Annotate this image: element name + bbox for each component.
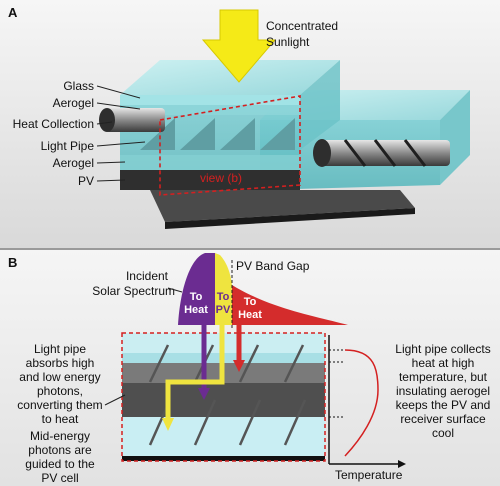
to-heat-left-2: Heat — [184, 304, 208, 316]
to-pv-2: PV — [216, 304, 231, 316]
incident-line1: Incident — [126, 269, 169, 283]
leader-aerogel-bottom — [96, 161, 126, 164]
leader-heat-collection — [96, 121, 113, 125]
view-b-label: view (b) — [200, 171, 242, 185]
leader-pv — [96, 179, 126, 182]
to-heat-right-2: Heat — [238, 309, 262, 321]
right-pipe-opening — [313, 139, 331, 167]
temperature-label: Temperature — [335, 468, 403, 482]
label-heat-collection: Heat Collection — [13, 117, 94, 131]
leader-left-text1 — [104, 394, 126, 406]
left-heat-pipe — [105, 108, 165, 132]
left-text1-line2: absorbs high — [26, 356, 95, 370]
panel-a-letter: A — [8, 5, 18, 20]
glass-layer — [120, 95, 300, 105]
spectrum-red — [232, 285, 348, 325]
left-text1-line1: Light pipe — [34, 342, 86, 356]
yellow-arrow-head-icon — [162, 418, 174, 431]
left-text1-line3: and low energy — [19, 370, 100, 384]
light-pipe-prism — [180, 118, 215, 150]
to-heat-right-1: To — [244, 296, 257, 308]
leader-light-pipe — [96, 141, 146, 147]
panel-a: A — [0, 0, 500, 248]
yellow-arrow-path — [165, 325, 225, 420]
sunlight-arrow-icon — [201, 9, 277, 83]
temperature-profile-curve — [344, 349, 379, 457]
temperature-arrow-icon — [398, 460, 406, 468]
right-text-line6: receiver surface — [400, 412, 486, 426]
label-pv: PV — [78, 174, 94, 188]
left-text2-line2: photons are — [28, 443, 92, 457]
sunlight-label-line1: Concentrated — [266, 19, 338, 33]
label-aerogel-bottom: Aerogel — [53, 156, 94, 170]
pv-base-edge — [165, 208, 415, 229]
view-b-outline — [159, 95, 301, 196]
right-text-line1: Light pipe collects — [395, 342, 490, 356]
to-pv-1: To — [217, 291, 230, 303]
spectrum-yellow — [215, 253, 232, 325]
panel-divider — [0, 248, 500, 250]
spectrum-violet — [178, 253, 215, 325]
label-aerogel-top: Aerogel — [53, 96, 94, 110]
red-arrow-head-icon — [233, 360, 245, 372]
aerogel-top-layer — [120, 105, 300, 115]
to-heat-left-1: To — [190, 291, 203, 303]
light-pipe-prism — [220, 118, 255, 150]
leader-aerogel-top — [96, 102, 141, 110]
aerogel-bottom-section — [122, 417, 325, 456]
leader-incident — [167, 287, 183, 293]
aerogel-bottom-layer — [120, 155, 300, 170]
incident-line2: Solar Spectrum — [92, 284, 175, 298]
panel-a-drawing: A — [8, 5, 470, 229]
pv-base-slab — [150, 190, 415, 222]
pv-layer — [120, 170, 300, 190]
left-pipe-opening — [99, 108, 115, 132]
label-glass: Glass — [63, 79, 94, 93]
left-text1-line5: converting them — [17, 398, 102, 412]
panel-b-drawing: B Incident Solar Spectrum PV Band Gap To… — [8, 253, 491, 485]
right-text-line7: cool — [432, 426, 454, 440]
left-text1-line4: photons, — [37, 384, 83, 398]
panel-b: B Incident Solar Spectrum PV Band Gap To… — [0, 250, 500, 486]
main-block-end — [300, 60, 340, 150]
right-text-line2: heat at high — [412, 356, 475, 370]
sunlight-label-line2: Sunlight — [266, 35, 310, 49]
right-text-line3: temperature, but — [399, 370, 488, 384]
pv-cell-section — [122, 456, 325, 461]
right-text-line4: insulating aerogel — [396, 384, 490, 398]
violet-arrow-head-icon — [198, 388, 210, 400]
panel-b-letter: B — [8, 255, 17, 270]
right-text-line5: keeps the PV and — [396, 398, 491, 412]
light-pipe-prism — [260, 118, 295, 150]
right-pipe-spiral — [343, 139, 427, 167]
leader-glass — [96, 85, 141, 99]
label-light-pipe: Light Pipe — [41, 139, 95, 153]
left-text1-line6: to heat — [42, 412, 79, 426]
left-text2-line4: PV cell — [41, 471, 78, 485]
band-gap-label: PV Band Gap — [236, 259, 310, 273]
left-text2-line3: guided to the — [25, 457, 95, 471]
left-text2-line1: Mid-energy — [30, 429, 90, 443]
main-block-top — [120, 60, 340, 95]
light-pipe-prism — [140, 118, 175, 150]
